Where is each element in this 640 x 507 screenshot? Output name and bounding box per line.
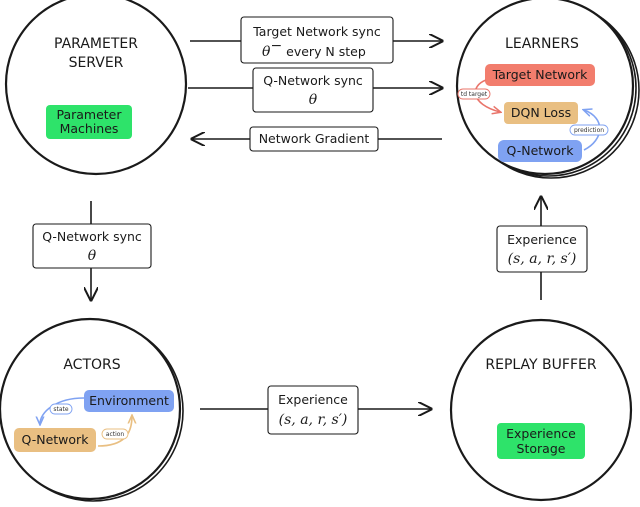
parameter-machines-box [46, 105, 132, 139]
target-sync-line-1: Target Network sync [252, 24, 381, 39]
target-network-label: Target Network [492, 67, 589, 82]
q-sync-top-label: Q-Network sync θ [252, 67, 374, 113]
td-target-label: td target [461, 91, 488, 98]
target-sync-line-2: θ− every N step [262, 38, 366, 60]
state-label: state [53, 406, 69, 413]
experience-bottom-line-1: Experience [507, 232, 577, 247]
q-sync-top-line-1: Q-Network sync [263, 73, 363, 88]
experience-storage-box [497, 423, 585, 459]
learner-q-network-label: Q-Network [507, 143, 575, 158]
experience-right-tuple: (s, a, r, s′) [279, 412, 348, 428]
parameter-server-title-2: SERVER [69, 55, 124, 71]
environment-label: Environment [89, 393, 169, 408]
action-label: action [106, 431, 125, 438]
dqn-loss-label: DQN Loss [511, 105, 571, 120]
actor-q-network-box [14, 428, 96, 452]
dqn-loss-box [504, 102, 578, 124]
state-tag [49, 403, 73, 415]
experience-bottom-label: Experience (s, a, r, s′) [496, 225, 588, 273]
experience-right-line-1: Experience [278, 392, 348, 407]
parameter-server-title-1: PARAMETER [54, 36, 138, 52]
target-sync-sup: − [270, 38, 282, 54]
replay-buffer-node: REPLAY BUFFER Experience Storage [449, 318, 633, 502]
environment-box [84, 390, 174, 412]
learners-title: LEARNERS [505, 36, 579, 52]
experience-bottom-tuple: (s, a, r, s′) [508, 251, 577, 267]
actors-node: ACTORS Environment Q-Network state actio… [0, 317, 184, 502]
actor-q-network-label: Q-Network [22, 432, 90, 447]
prediction-tag [569, 124, 609, 136]
experience-storage-line-1: Experience [506, 426, 576, 441]
parameter-server-node: PARAMETER SERVER Parameter Machines [4, 0, 188, 176]
experience-storage-line-2: Storage [517, 441, 566, 456]
q-sync-left-line-1: Q-Network sync [42, 229, 142, 244]
gradient-label: Network Gradient [249, 126, 379, 152]
gradient-text: Network Gradient [259, 131, 370, 146]
q-sync-top-theta: θ [309, 92, 318, 108]
prediction-label: prediction [574, 127, 604, 134]
target-network-box [485, 64, 595, 86]
target-sync-rest: every N step [282, 44, 366, 59]
actors-title: ACTORS [63, 357, 120, 373]
replay-buffer-title: REPLAY BUFFER [485, 357, 596, 373]
target-sync-label: Target Network sync θ− every N step [240, 16, 394, 64]
q-sync-left-theta: θ [88, 248, 97, 264]
action-tag [101, 428, 129, 440]
parameter-machines-line-1: Parameter [56, 107, 122, 122]
td-target-tag [457, 88, 491, 100]
parameter-machines-line-2: Machines [60, 121, 119, 136]
q-sync-left-label: Q-Network sync θ [32, 223, 152, 269]
experience-right-label: Experience (s, a, r, s′) [267, 385, 359, 435]
learners-node: LEARNERS Target Network DQN Loss Q-Netwo… [455, 0, 640, 179]
target-sync-theta: θ [262, 44, 271, 60]
learner-q-network-box [498, 140, 582, 162]
